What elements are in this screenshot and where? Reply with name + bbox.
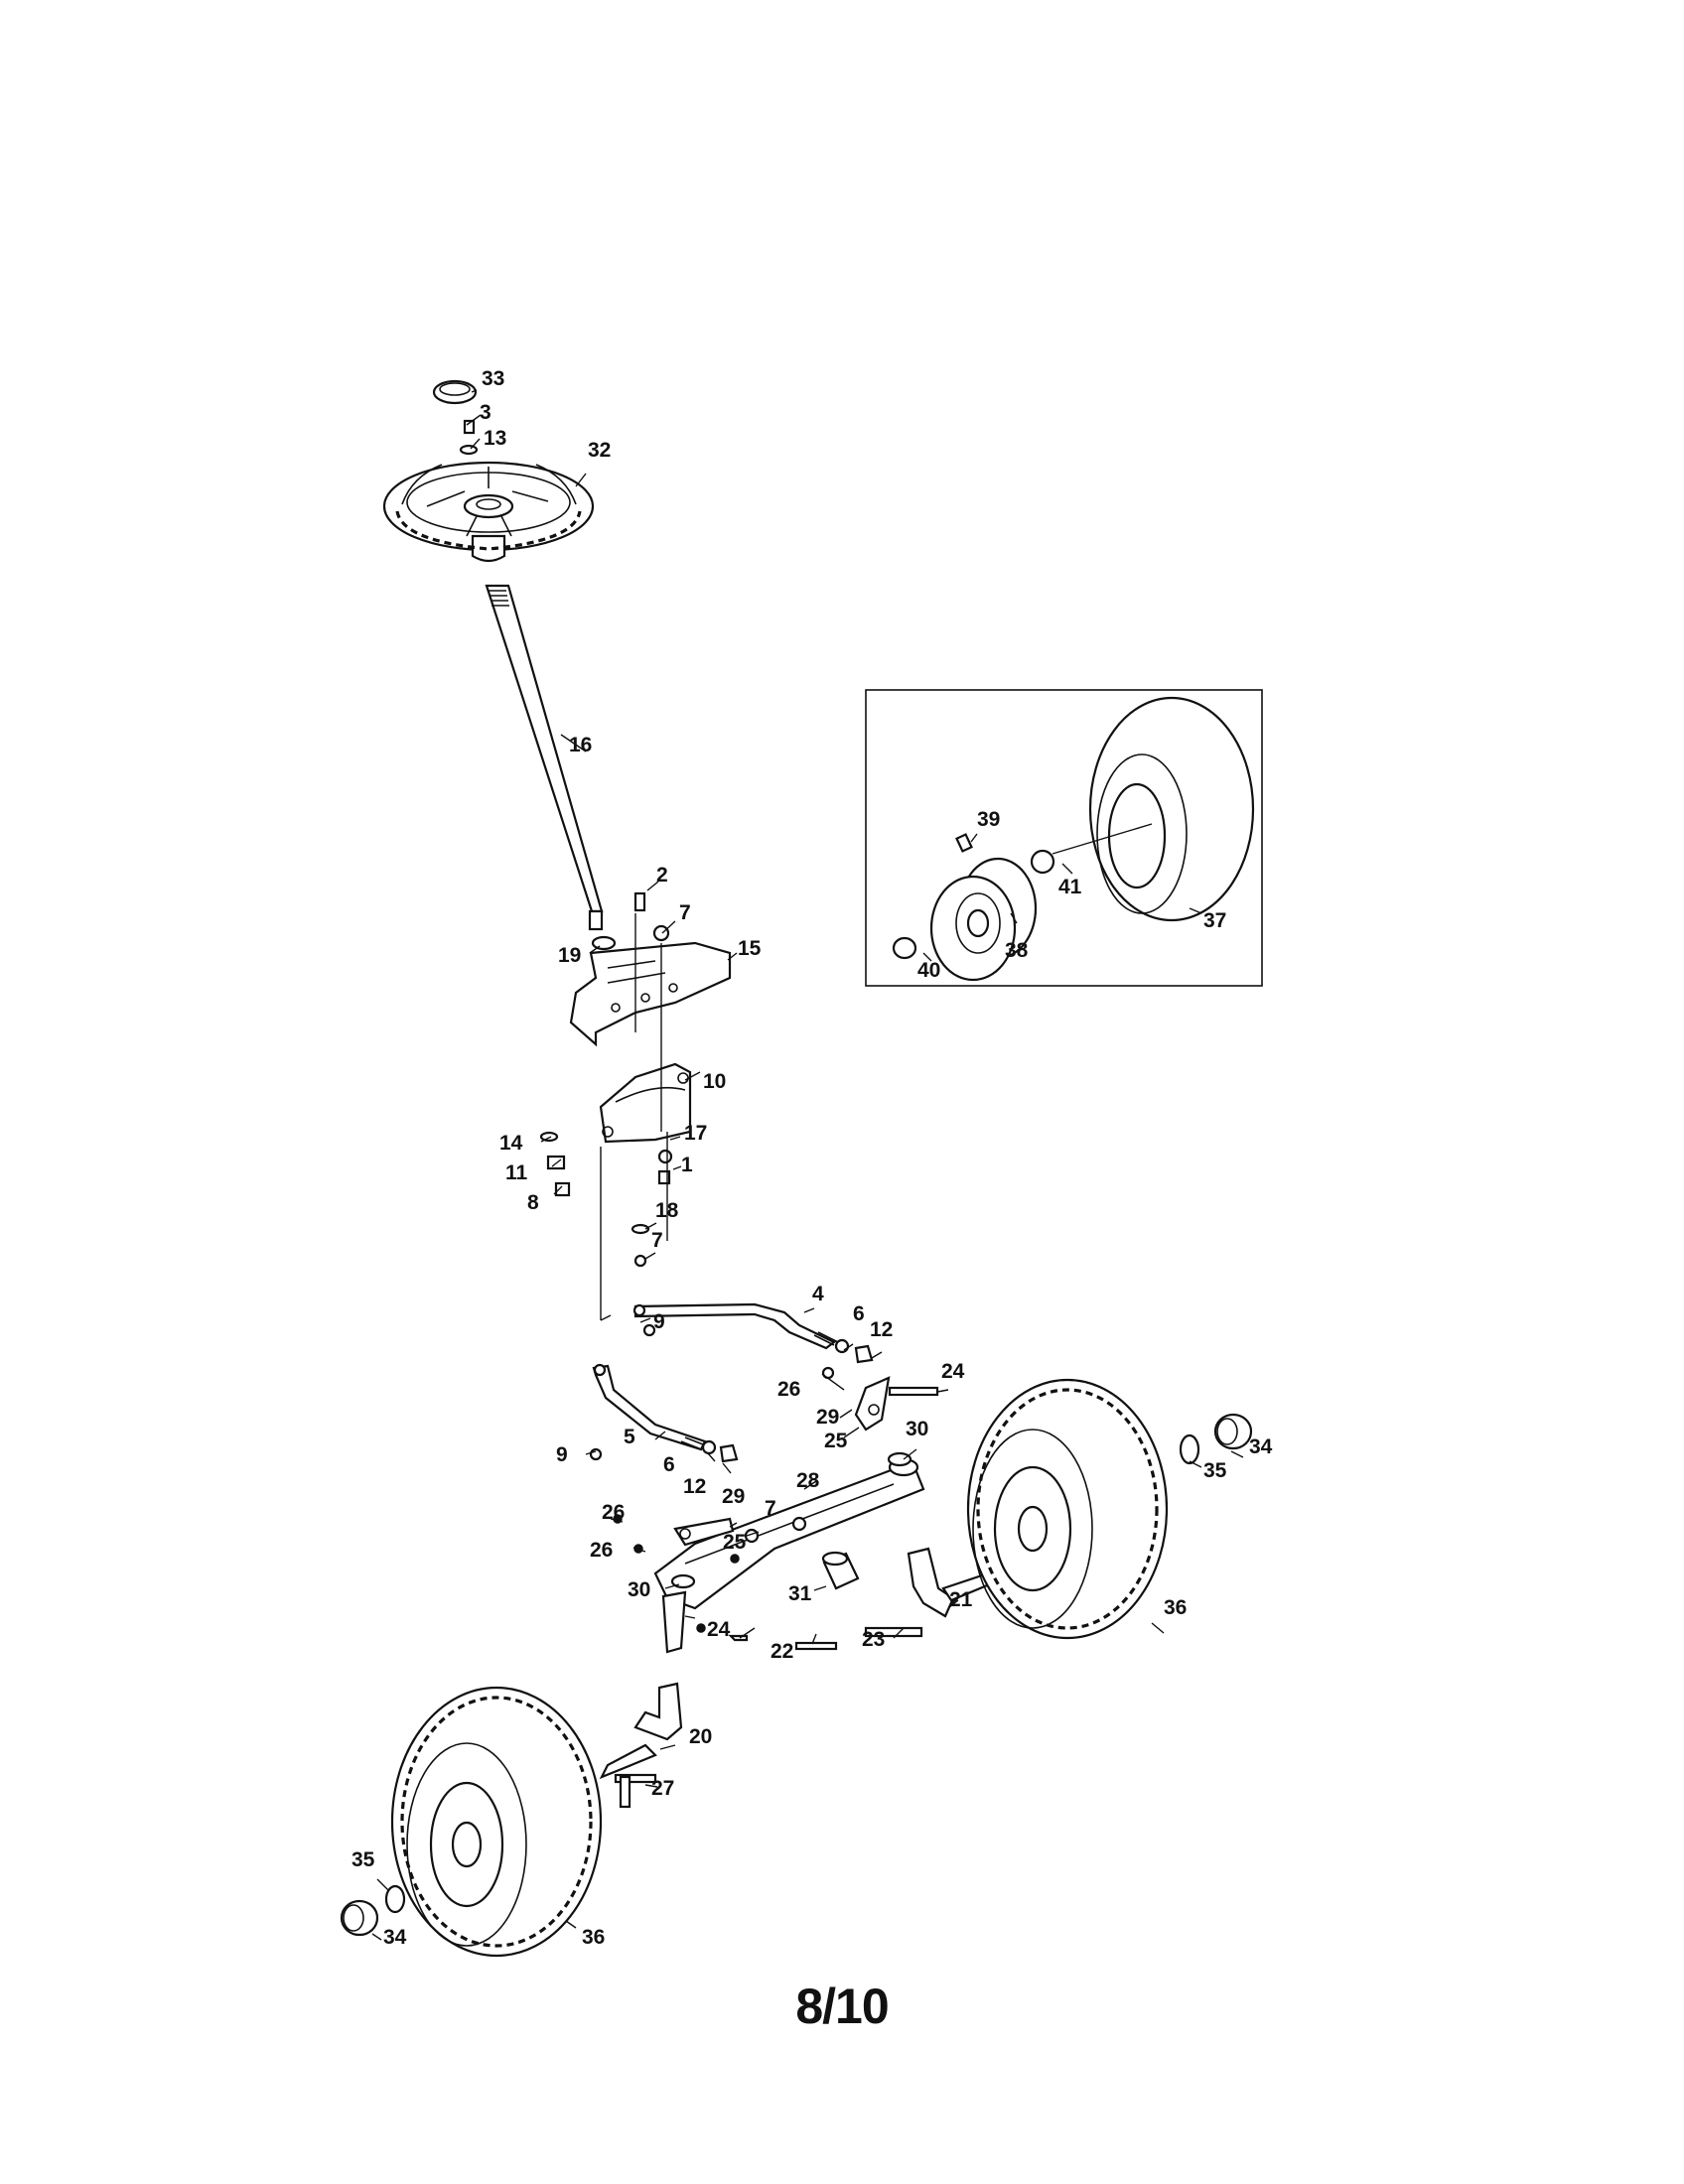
wheel-bolt bbox=[463, 419, 476, 435]
wheel-washer bbox=[459, 444, 479, 456]
spindle-right bbox=[907, 1547, 994, 1618]
steering-wheel-cap bbox=[432, 379, 478, 405]
shaft-bushing bbox=[591, 935, 617, 951]
callout-31: 31 bbox=[788, 1582, 812, 1605]
callout-33: 33 bbox=[482, 367, 504, 390]
callout-22: 22 bbox=[771, 1640, 793, 1663]
callout-4: 4 bbox=[812, 1283, 824, 1305]
callout-26-lower: 26 bbox=[590, 1539, 613, 1562]
callout-27: 27 bbox=[651, 1777, 674, 1800]
wheel-washer-left bbox=[384, 1884, 406, 1914]
callout-25-lower: 25 bbox=[723, 1531, 747, 1554]
callout-38: 38 bbox=[1005, 939, 1029, 962]
callout-9-upper: 9 bbox=[653, 1310, 665, 1333]
callout-15: 15 bbox=[738, 937, 762, 960]
inset-tire bbox=[1088, 696, 1255, 922]
callout-14: 14 bbox=[499, 1132, 523, 1155]
callout-5: 5 bbox=[624, 1426, 635, 1448]
spindle-left bbox=[599, 1590, 687, 1784]
callout-7-lower: 7 bbox=[765, 1497, 776, 1520]
callout-35-right: 35 bbox=[1203, 1459, 1227, 1482]
callout-17: 17 bbox=[684, 1122, 707, 1145]
callout-12-lower: 12 bbox=[683, 1475, 706, 1498]
drag-link-upper bbox=[632, 1302, 839, 1350]
drag-link-lower bbox=[592, 1363, 707, 1451]
callout-3: 3 bbox=[480, 401, 491, 424]
page-number: 8/10 bbox=[795, 1979, 889, 2034]
callout-8: 8 bbox=[527, 1191, 539, 1214]
hub-cap-right bbox=[1213, 1413, 1253, 1450]
callout-19: 19 bbox=[558, 944, 581, 967]
callout-9-lower: 9 bbox=[556, 1443, 568, 1466]
callout-10: 10 bbox=[703, 1070, 726, 1093]
callout-6-lower: 6 bbox=[663, 1453, 675, 1476]
inset-rim bbox=[929, 857, 1038, 982]
steering-shaft bbox=[485, 584, 604, 931]
callout-29-upper: 29 bbox=[816, 1406, 839, 1429]
callout-13: 13 bbox=[484, 427, 506, 450]
callout-12-upper: 12 bbox=[870, 1318, 893, 1341]
callout-34-right: 34 bbox=[1249, 1435, 1273, 1458]
callout-29-lower: 29 bbox=[722, 1485, 745, 1508]
bolt bbox=[633, 891, 646, 912]
callout-16: 16 bbox=[569, 734, 592, 756]
callout-36-left: 36 bbox=[582, 1926, 605, 1949]
callout-11: 11 bbox=[505, 1161, 528, 1184]
callout-26-upper: 26 bbox=[777, 1378, 800, 1401]
callout-23: 23 bbox=[862, 1628, 885, 1651]
wheel-detail-inset bbox=[865, 689, 1263, 987]
steering-support-bracket bbox=[569, 941, 732, 1047]
callout-34-left: 34 bbox=[383, 1926, 407, 1949]
leader-lines bbox=[371, 389, 1244, 1941]
callout-40: 40 bbox=[917, 959, 940, 982]
callout-25-upper: 25 bbox=[824, 1430, 848, 1452]
steering-wheel bbox=[382, 461, 595, 563]
callout-2: 2 bbox=[656, 864, 668, 887]
callout-24-lower: 24 bbox=[707, 1618, 731, 1641]
callout-labels: 33 3 13 32 16 2 7 19 15 10 14 17 11 1 8 … bbox=[351, 367, 1273, 1949]
callout-30-lower: 30 bbox=[628, 1578, 650, 1601]
callout-7-mid: 7 bbox=[651, 1229, 663, 1252]
hub-cap-left bbox=[340, 1899, 379, 1937]
inset-bushing-inner bbox=[892, 936, 917, 960]
callout-24-upper: 24 bbox=[941, 1360, 965, 1383]
tire-left-front bbox=[390, 1686, 603, 1958]
callout-6-upper: 6 bbox=[853, 1302, 865, 1325]
inset-valve-stem bbox=[955, 833, 973, 853]
nut bbox=[652, 924, 670, 942]
axle-pivot-bushing bbox=[821, 1551, 860, 1590]
callout-41: 41 bbox=[1058, 876, 1082, 898]
axle-pin-left bbox=[619, 1775, 632, 1809]
callout-7-upper: 7 bbox=[679, 901, 691, 924]
tie-rod-ends bbox=[589, 1323, 874, 1463]
callout-1: 1 bbox=[681, 1154, 693, 1176]
tire-right-front bbox=[966, 1378, 1169, 1640]
pins-and-bolts bbox=[613, 1514, 923, 1651]
callout-20: 20 bbox=[689, 1725, 712, 1748]
callout-37: 37 bbox=[1203, 909, 1226, 932]
callout-30-upper: 30 bbox=[906, 1418, 928, 1440]
small-hardware-cluster bbox=[539, 1131, 673, 1268]
callout-32: 32 bbox=[588, 439, 611, 462]
callout-28: 28 bbox=[796, 1469, 820, 1492]
callout-35-left: 35 bbox=[351, 1848, 375, 1871]
callout-18: 18 bbox=[655, 1199, 679, 1222]
steering-plate bbox=[599, 1062, 692, 1144]
callout-39: 39 bbox=[977, 808, 1000, 831]
callout-21: 21 bbox=[949, 1588, 973, 1611]
callout-36-right: 36 bbox=[1164, 1596, 1187, 1619]
callout-26-mid: 26 bbox=[602, 1501, 625, 1524]
inset-bushing-outer bbox=[1030, 849, 1055, 875]
wheel-washer-right bbox=[1179, 1433, 1200, 1465]
